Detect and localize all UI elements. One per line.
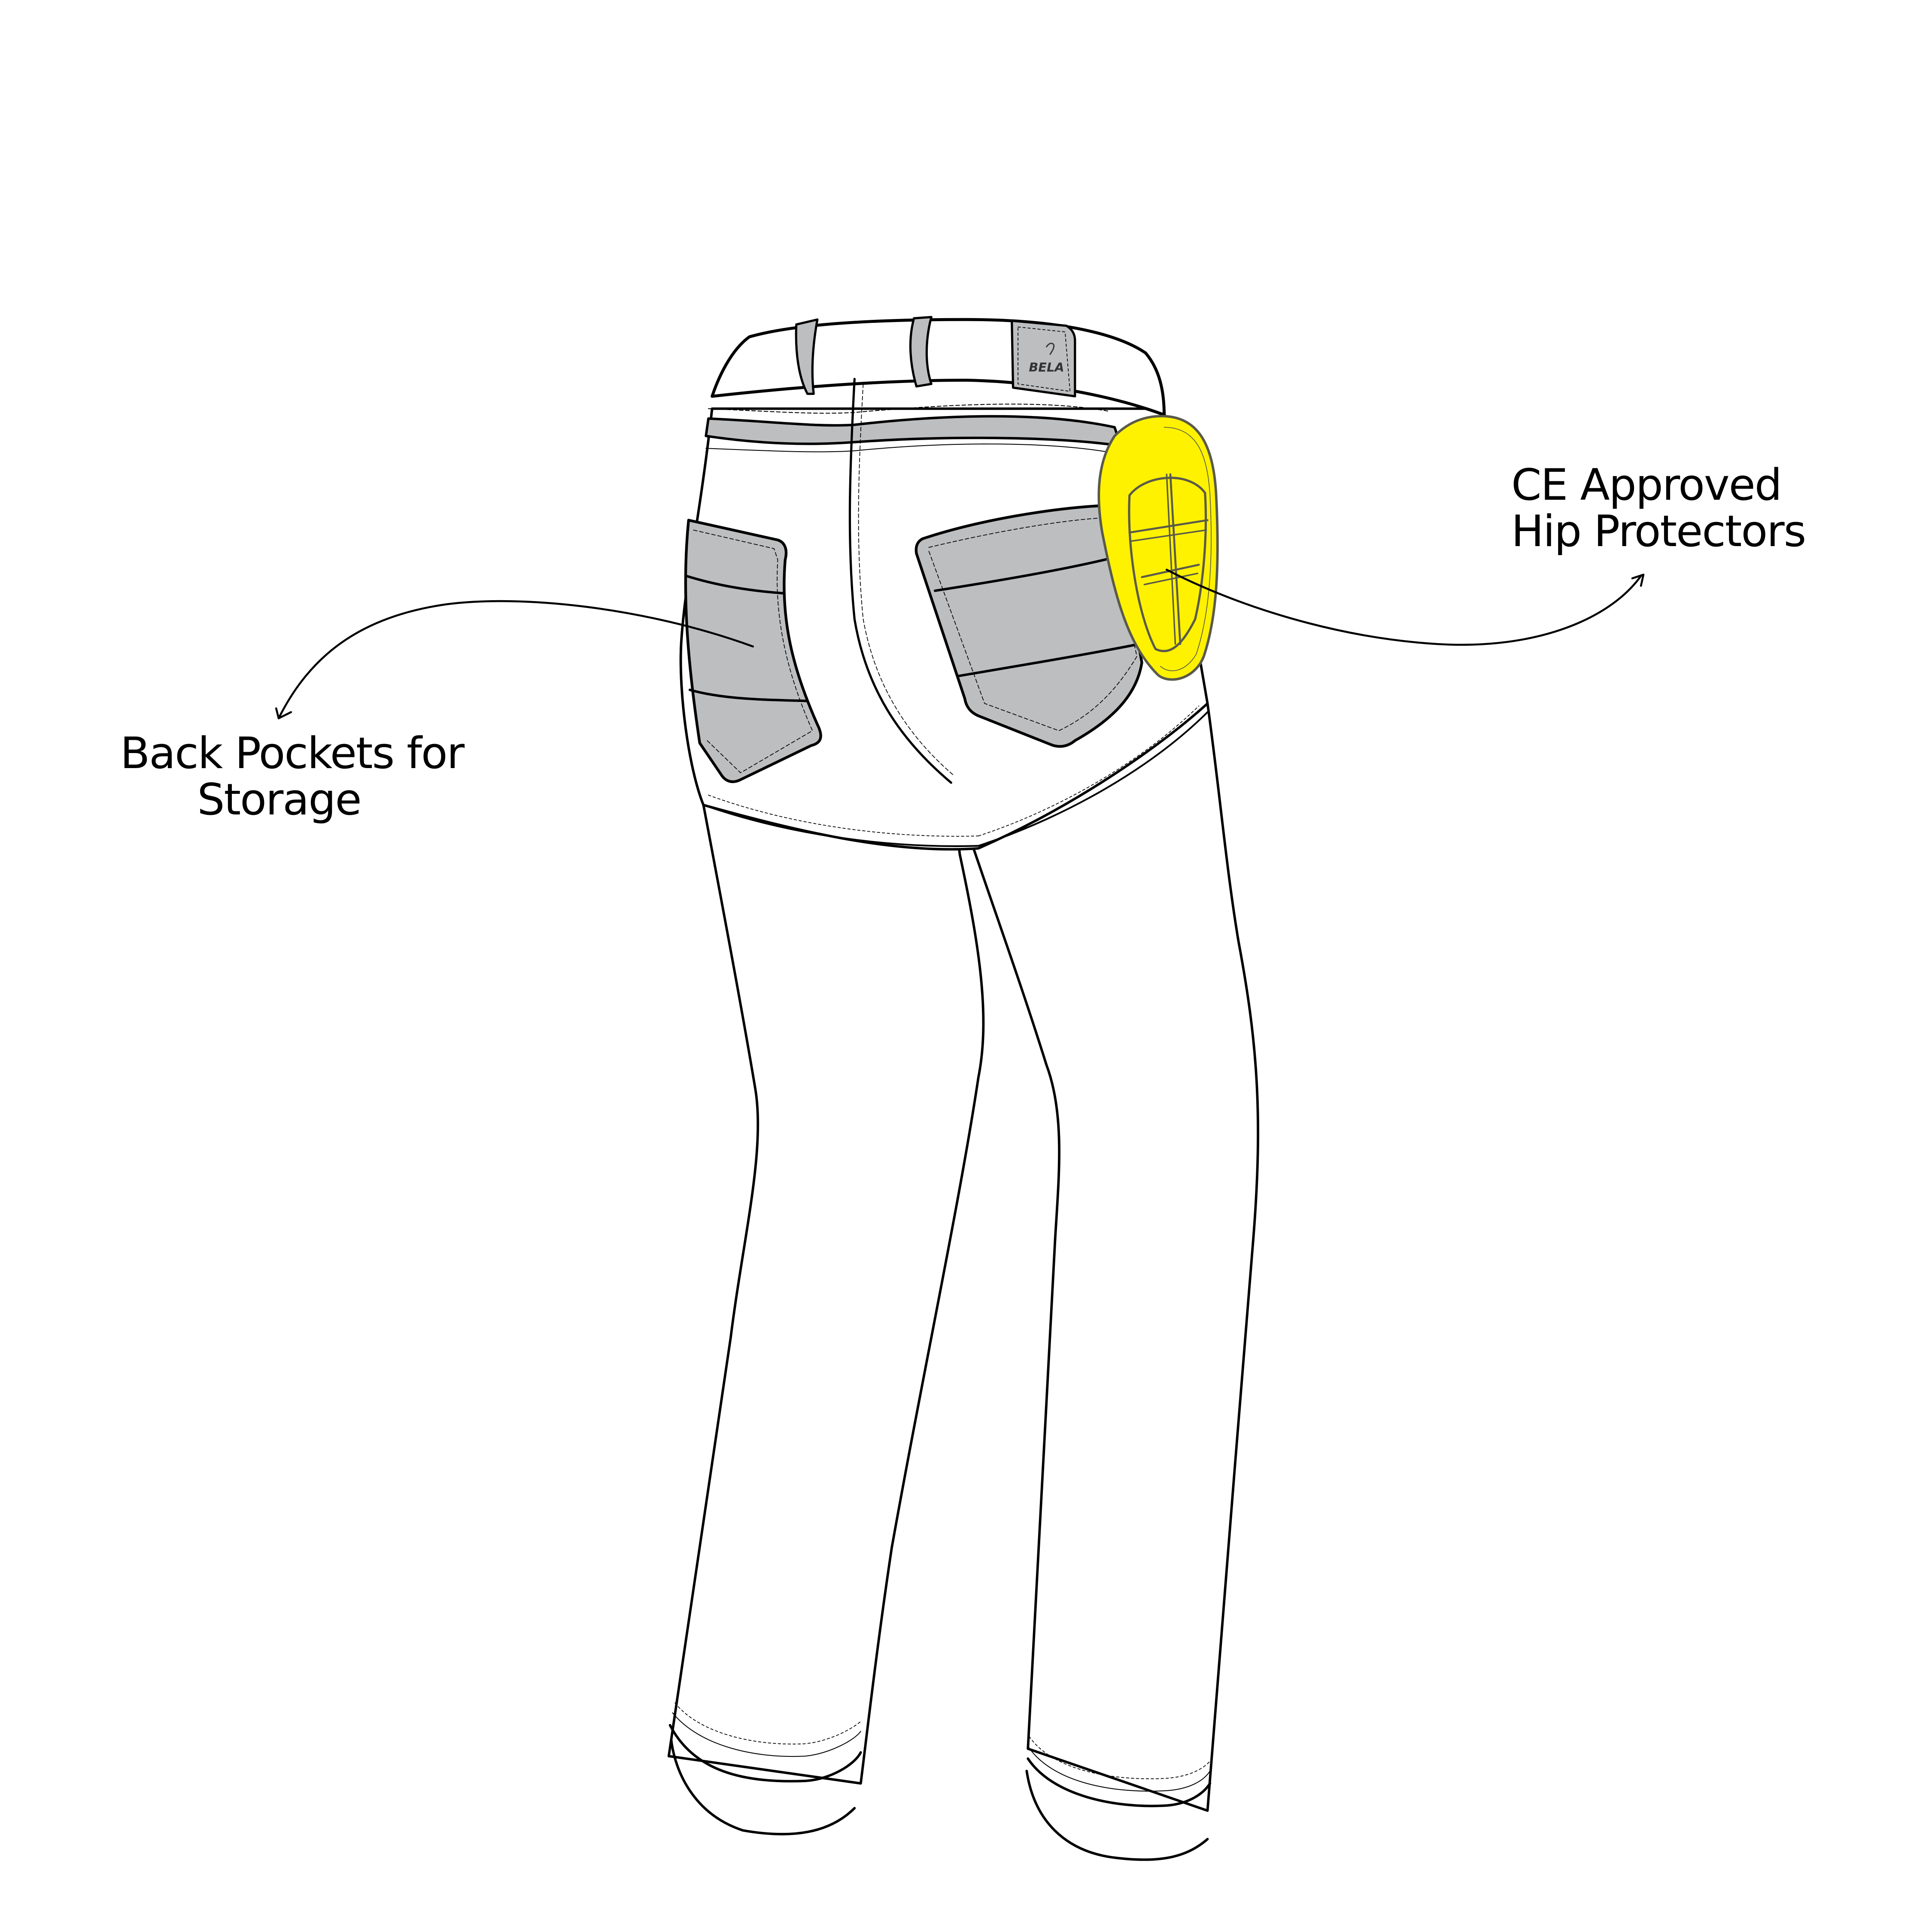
hip-protector (1097, 415, 1219, 681)
callout-hip-line-1: CE Approved (1511, 459, 1782, 510)
pocket-callout-arrow (277, 600, 754, 720)
arrowhead-right (1631, 574, 1645, 587)
callout-pockets-line-1: Back Pockets for (120, 728, 465, 778)
brand-label: BELA (1011, 319, 1076, 398)
callout-pockets-line-2: Storage (197, 774, 361, 825)
hip-callout-arrow (1166, 568, 1642, 646)
callout-hip-protectors: CE Approved Hip Protectors (1511, 459, 1806, 556)
callout-back-pockets: Back Pockets for Storage (120, 728, 465, 825)
arrowhead-left (275, 707, 292, 720)
belt-loop-left (795, 318, 819, 395)
right-hem (1027, 1757, 1212, 1807)
belt-loop-center (909, 316, 933, 388)
left-back-pocket (684, 519, 822, 783)
svg-text:BELA: BELA (1029, 360, 1064, 374)
center-seam (848, 378, 952, 784)
left-hem (668, 1724, 862, 1783)
right-leg-outline (950, 702, 1260, 1812)
right-back-pocket (914, 504, 1143, 748)
callout-hip-line-2: Hip Protectors (1511, 506, 1806, 556)
waistband (711, 318, 1166, 416)
